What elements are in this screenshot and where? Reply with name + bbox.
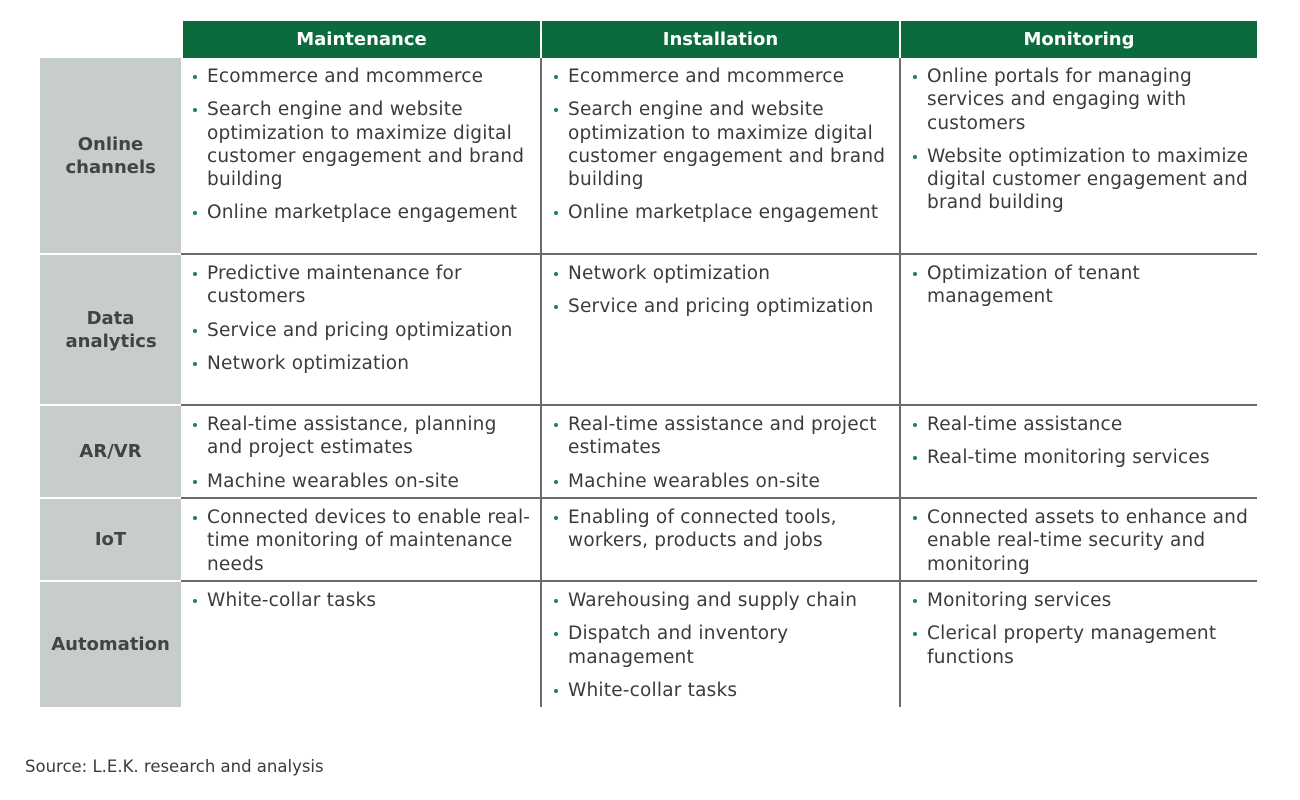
list-item: Online marketplace engagement xyxy=(193,201,532,224)
table-row-online-channels: Online channels Ecommerce and mcommerce … xyxy=(40,58,1257,253)
column-header-maintenance: Maintenance xyxy=(181,21,540,58)
table-cell: Predictive maintenance for customers Ser… xyxy=(181,253,540,404)
source-note: Source: L.E.K. research and analysis xyxy=(25,757,324,776)
table-row-ar-vr: AR/VR Real-time assistance, planning and… xyxy=(40,404,1257,497)
list-item: Website optimization to maximize digital… xyxy=(913,145,1249,215)
list-item: Real-time monitoring services xyxy=(913,446,1249,469)
list-item: Ecommerce and mcommerce xyxy=(193,65,532,88)
table-cell: Online portals for managing services and… xyxy=(899,58,1257,253)
table-cell: Real-time assistance, planning and proje… xyxy=(181,404,540,497)
list-item: Network optimization xyxy=(554,262,891,285)
table-row-data-analytics: Data analytics Predictive maintenance fo… xyxy=(40,253,1257,404)
list-item: Warehousing and supply chain xyxy=(554,589,891,612)
list-item: Ecommerce and mcommerce xyxy=(554,65,891,88)
list-item: Real-time assistance, planning and proje… xyxy=(193,413,532,460)
list-item: Real-time assistance xyxy=(913,413,1249,436)
list-item: Machine wearables on-site xyxy=(193,470,532,493)
table-cell: Real-time assistance and project estimat… xyxy=(540,404,899,497)
list-item: Enabling of connected tools, workers, pr… xyxy=(554,506,891,553)
list-item: Monitoring services xyxy=(913,589,1249,612)
list-item: White-collar tasks xyxy=(193,589,532,612)
list-item: Connected assets to enhance and enable r… xyxy=(913,506,1249,576)
table-row-iot: IoT Connected devices to enable real-tim… xyxy=(40,497,1257,580)
header-corner xyxy=(40,21,181,58)
capabilities-table: Maintenance Installation Monitoring Onli… xyxy=(40,21,1257,707)
list-item: Connected devices to enable real-time mo… xyxy=(193,506,532,576)
table-cell: Ecommerce and mcommerce Search engine an… xyxy=(181,58,540,253)
row-header: Data analytics xyxy=(40,253,181,404)
table-cell: Ecommerce and mcommerce Search engine an… xyxy=(540,58,899,253)
list-item: Online portals for managing services and… xyxy=(913,65,1249,135)
column-header-installation: Installation xyxy=(540,21,899,58)
row-header: Online channels xyxy=(40,58,181,253)
list-item: Service and pricing optimization xyxy=(193,319,532,342)
table-cell: Real-time assistance Real-time monitorin… xyxy=(899,404,1257,497)
list-item: Search engine and website optimization t… xyxy=(554,98,891,191)
table-row-automation: Automation White-collar tasks Warehousin… xyxy=(40,580,1257,707)
table-cell: Monitoring services Clerical property ma… xyxy=(899,580,1257,707)
table-cell: Optimization of tenant management xyxy=(899,253,1257,404)
table-cell: Connected assets to enhance and enable r… xyxy=(899,497,1257,580)
list-item: Clerical property management functions xyxy=(913,622,1249,669)
list-item: Machine wearables on-site xyxy=(554,470,891,493)
list-item: Network optimization xyxy=(193,352,532,375)
list-item: Real-time assistance and project estimat… xyxy=(554,413,891,460)
table-cell: Connected devices to enable real-time mo… xyxy=(181,497,540,580)
table-cell: Warehousing and supply chain Dispatch an… xyxy=(540,580,899,707)
list-item: Online marketplace engagement xyxy=(554,201,891,224)
list-item: White-collar tasks xyxy=(554,679,891,702)
row-header: IoT xyxy=(40,497,181,580)
table-cell: Network optimization Service and pricing… xyxy=(540,253,899,404)
table-cell: Enabling of connected tools, workers, pr… xyxy=(540,497,899,580)
list-item: Optimization of tenant management xyxy=(913,262,1249,309)
table-cell: White-collar tasks xyxy=(181,580,540,707)
table-header: Maintenance Installation Monitoring xyxy=(40,21,1257,58)
list-item: Predictive maintenance for customers xyxy=(193,262,532,309)
column-header-monitoring: Monitoring xyxy=(899,21,1257,58)
list-item: Dispatch and inventory management xyxy=(554,622,891,669)
list-item: Search engine and website optimization t… xyxy=(193,98,532,191)
list-item: Service and pricing optimization xyxy=(554,295,891,318)
row-header: Automation xyxy=(40,580,181,707)
row-header: AR/VR xyxy=(40,404,181,497)
